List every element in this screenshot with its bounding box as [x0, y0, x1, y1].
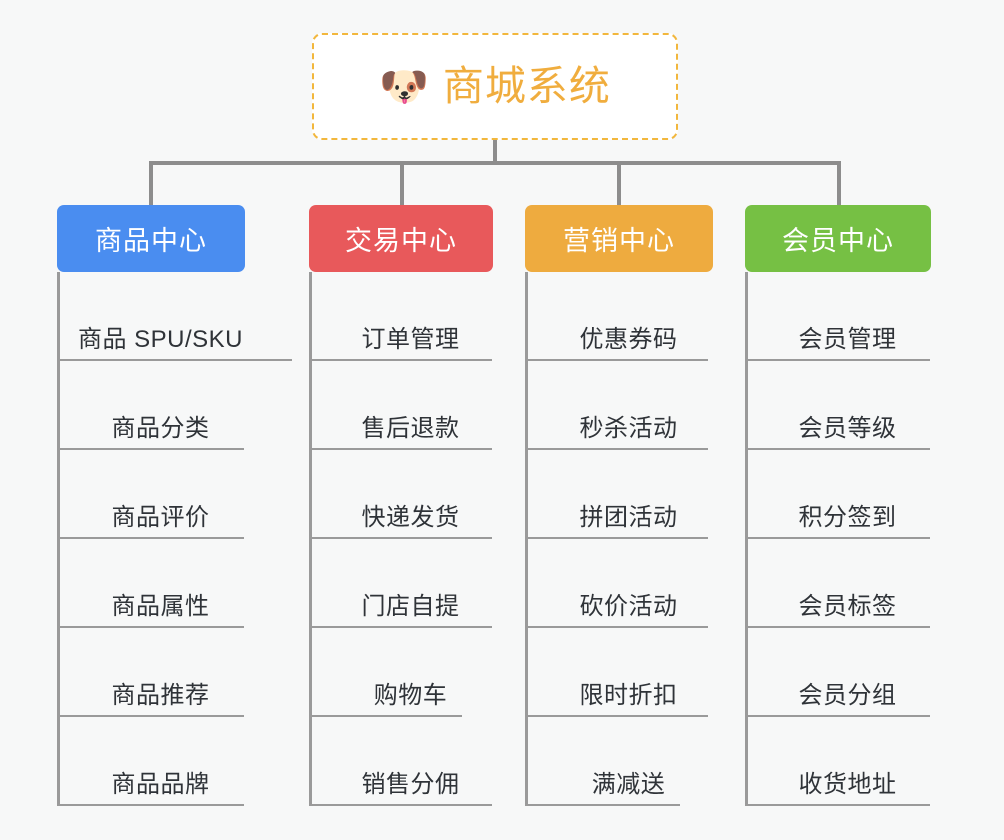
leaf-underline	[312, 359, 492, 361]
list-item[interactable]: 销售分佣	[312, 717, 493, 806]
leaf-underline	[312, 537, 492, 539]
leaf-label: 满减送	[591, 771, 666, 798]
list-item[interactable]: 会员等级	[748, 361, 931, 450]
connector-horizontal-bus	[149, 161, 841, 165]
category-box-member-center[interactable]: 会员中心	[745, 205, 931, 272]
category-label: 营销中心	[563, 226, 675, 256]
category-box-product-center[interactable]: 商品中心	[57, 205, 245, 272]
list-item[interactable]: 秒杀活动	[528, 361, 713, 450]
root-node[interactable]: 🐶 商城系统	[312, 33, 678, 140]
leaf-underline	[528, 448, 708, 450]
category-label: 交易中心	[345, 226, 457, 256]
leaf-label: 商品 SPU/SKU	[77, 326, 244, 353]
leaf-label: 商品分类	[111, 415, 210, 442]
leaf-label: 快递发货	[361, 504, 460, 531]
category-label: 会员中心	[782, 226, 894, 256]
leaf-label: 订单管理	[361, 326, 460, 353]
leaf-underline	[60, 448, 244, 450]
leaf-underline	[528, 359, 708, 361]
leaf-underline	[528, 626, 708, 628]
leaf-list-member-center: 会员管理 会员等级 积分签到 会员标签 会员分组 收货地址	[745, 272, 931, 806]
leaf-underline	[312, 626, 492, 628]
list-item[interactable]: 商品属性	[60, 539, 245, 628]
leaf-underline	[60, 715, 244, 717]
leaf-label: 砍价活动	[579, 593, 678, 620]
leaf-label: 购物车	[373, 682, 448, 709]
list-item[interactable]: 快递发货	[312, 450, 493, 539]
leaf-underline	[60, 626, 244, 628]
connector-root-stem	[493, 140, 497, 163]
leaf-underline	[528, 537, 708, 539]
root-title: 商城系统	[442, 63, 611, 109]
leaf-label: 秒杀活动	[579, 415, 678, 442]
branch-member-center: 会员中心 会员管理 会员等级 积分签到 会员标签 会员分组	[745, 205, 931, 806]
leaf-underline	[60, 537, 244, 539]
list-item[interactable]: 商品 SPU/SKU	[60, 272, 292, 361]
leaf-label: 积分签到	[798, 504, 897, 531]
leaf-label: 商品品牌	[111, 771, 210, 798]
leaf-label: 拼团活动	[579, 504, 678, 531]
leaf-underline	[60, 804, 244, 806]
connector-drop-trade-center	[400, 161, 404, 205]
leaf-underline	[312, 804, 492, 806]
leaf-label: 限时折扣	[579, 682, 678, 709]
leaf-list-trade-center: 订单管理 售后退款 快递发货 门店自提 购物车 销售分佣	[309, 272, 493, 806]
list-item[interactable]: 会员标签	[748, 539, 931, 628]
list-item[interactable]: 商品分类	[60, 361, 245, 450]
leaf-label: 会员管理	[798, 326, 897, 353]
leaf-label: 门店自提	[361, 593, 460, 620]
category-box-trade-center[interactable]: 交易中心	[309, 205, 493, 272]
list-item[interactable]: 优惠券码	[528, 272, 713, 361]
list-item[interactable]: 收货地址	[748, 717, 931, 806]
list-item[interactable]: 砍价活动	[528, 539, 713, 628]
list-item[interactable]: 商品品牌	[60, 717, 245, 806]
leaf-label: 收货地址	[798, 771, 897, 798]
list-item[interactable]: 会员分组	[748, 628, 931, 717]
leaf-label: 销售分佣	[361, 771, 460, 798]
leaf-label: 会员分组	[798, 682, 897, 709]
leaf-underline	[312, 715, 462, 717]
leaf-underline	[748, 537, 930, 539]
leaf-list-marketing-center: 优惠券码 秒杀活动 拼团活动 砍价活动 限时折扣 满减送	[525, 272, 713, 806]
leaf-label: 会员标签	[798, 593, 897, 620]
branch-trade-center: 交易中心 订单管理 售后退款 快递发货 门店自提 购物车	[309, 205, 493, 806]
list-item[interactable]: 会员管理	[748, 272, 931, 361]
list-item[interactable]: 商品评价	[60, 450, 245, 539]
connector-drop-member-center	[837, 161, 841, 205]
leaf-underline	[60, 359, 292, 361]
list-item[interactable]: 商品推荐	[60, 628, 245, 717]
leaf-label: 售后退款	[361, 415, 460, 442]
leaf-underline	[748, 359, 930, 361]
list-item[interactable]: 订单管理	[312, 272, 493, 361]
list-item[interactable]: 积分签到	[748, 450, 931, 539]
leaf-label: 会员等级	[798, 415, 897, 442]
category-label: 商品中心	[95, 226, 207, 256]
leaf-label: 优惠券码	[579, 326, 678, 353]
leaf-underline	[748, 715, 930, 717]
leaf-underline	[748, 804, 930, 806]
connector-drop-product-center	[149, 161, 153, 205]
leaf-underline	[748, 626, 930, 628]
leaf-underline	[312, 448, 492, 450]
dog-face-icon: 🐶	[379, 64, 429, 109]
branch-product-center: 商品中心 商品 SPU/SKU 商品分类 商品评价 商品属性 商品推荐	[57, 205, 292, 806]
list-item[interactable]: 购物车	[312, 628, 493, 717]
leaf-underline	[528, 804, 680, 806]
list-item[interactable]: 拼团活动	[528, 450, 713, 539]
leaf-label: 商品评价	[111, 504, 210, 531]
leaf-list-product-center: 商品 SPU/SKU 商品分类 商品评价 商品属性 商品推荐 商品品牌	[57, 272, 292, 806]
leaf-underline	[748, 448, 930, 450]
list-item[interactable]: 满减送	[528, 717, 713, 806]
branch-marketing-center: 营销中心 优惠券码 秒杀活动 拼团活动 砍价活动 限时折扣	[525, 205, 713, 806]
leaf-label: 商品推荐	[111, 682, 210, 709]
list-item[interactable]: 限时折扣	[528, 628, 713, 717]
connector-drop-marketing-center	[617, 161, 621, 205]
leaf-label: 商品属性	[111, 593, 210, 620]
list-item[interactable]: 售后退款	[312, 361, 493, 450]
list-item[interactable]: 门店自提	[312, 539, 493, 628]
category-box-marketing-center[interactable]: 营销中心	[525, 205, 713, 272]
leaf-underline	[528, 715, 708, 717]
